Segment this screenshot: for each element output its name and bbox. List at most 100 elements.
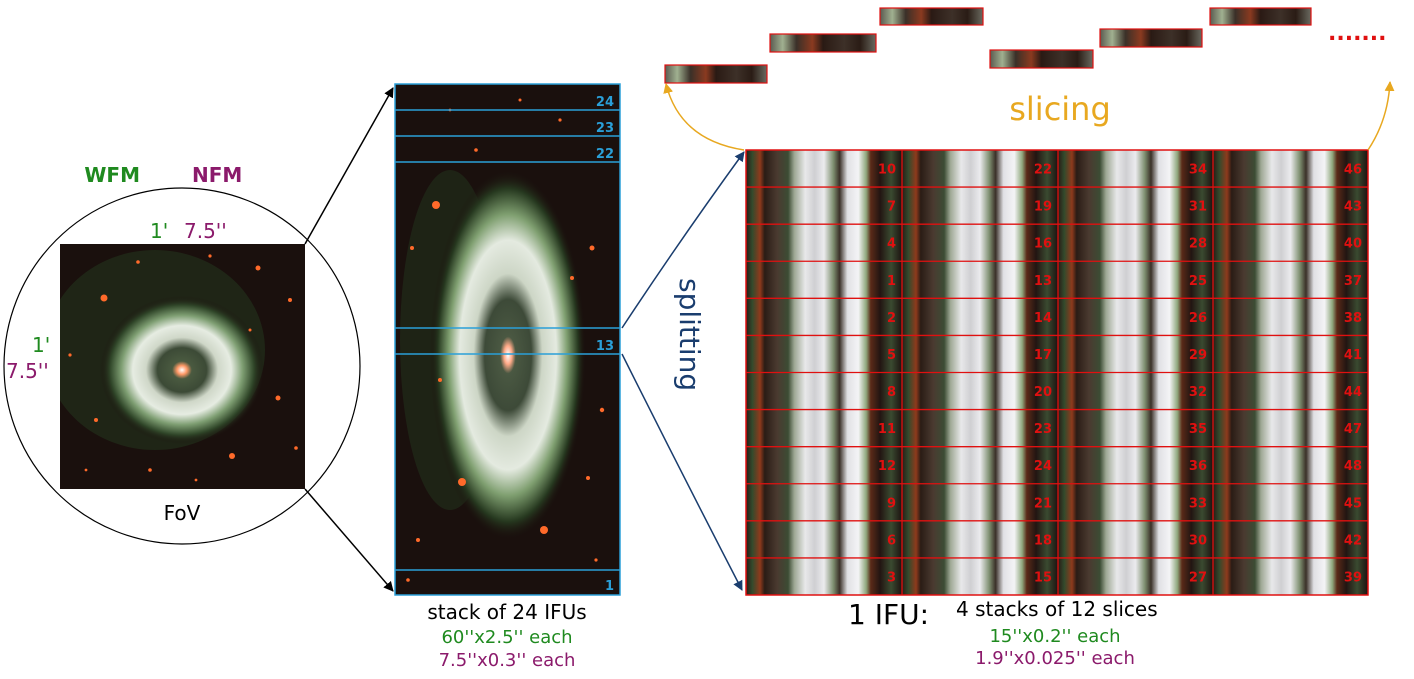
slice-cell	[746, 409, 902, 447]
slice-number: 44	[1344, 385, 1362, 400]
slice-number: 32	[1189, 385, 1207, 400]
sliced-strip	[664, 64, 768, 84]
slice-cell	[1058, 372, 1213, 410]
slice-number: 36	[1189, 459, 1207, 474]
slice-number: 6	[887, 533, 896, 548]
fov-panel: WFM NFM 1' 7.5'' 1' 7.5'' FoV	[3, 163, 361, 545]
slice-number: 16	[1034, 237, 1052, 252]
slice-number: 41	[1344, 348, 1362, 363]
slice-number: 35	[1189, 422, 1207, 437]
slice-cell	[1058, 298, 1213, 336]
slice-grid-lines	[746, 150, 1368, 595]
slice-number: 13	[1034, 274, 1052, 289]
ifu-caption-big: 1 IFU:	[848, 598, 929, 631]
slice-number: 40	[1344, 237, 1362, 252]
slicing-arrow-right	[1367, 81, 1395, 151]
slice-cell	[1213, 483, 1368, 521]
ifu-stack-panel: 24 23 22 13 1 stack of 24 IFUs 60''x2.5'…	[394, 83, 621, 671]
slice-cell	[1058, 520, 1213, 558]
slice-cell	[1213, 224, 1368, 262]
sliced-strip	[769, 33, 877, 53]
sliced-strips	[664, 7, 1312, 84]
fov-left-nfm: 7.5''	[6, 359, 49, 383]
mode-wfm-label: WFM	[84, 163, 140, 187]
slice-number: 7	[887, 200, 896, 215]
mode-nfm-label: NFM	[192, 163, 242, 187]
fov-top-wfm: 1'	[150, 219, 168, 243]
slice-cell	[1213, 409, 1368, 447]
zoom-arrow-bottom	[304, 488, 394, 592]
slice-number: 43	[1344, 200, 1362, 215]
slice-cell	[902, 409, 1058, 447]
slice-number: 48	[1344, 459, 1362, 474]
slice-number: 9	[887, 496, 896, 511]
slice-number: 22	[1034, 163, 1052, 178]
slice-number: 11	[878, 422, 896, 437]
slice-number: 17	[1034, 348, 1052, 363]
slice-number: 26	[1189, 311, 1207, 326]
slice-number: 30	[1189, 533, 1207, 548]
slice-cell	[1213, 520, 1368, 558]
slice-cell	[1058, 150, 1213, 188]
slice-cell	[1213, 335, 1368, 373]
slice-number: 39	[1344, 570, 1362, 585]
slice-cell	[902, 150, 1058, 188]
slice-number: 18	[1034, 533, 1052, 548]
slicing-label: slicing	[1009, 90, 1111, 128]
zoom-arrow-top	[304, 87, 394, 245]
slice-cell	[902, 483, 1058, 521]
ifu-size-nfm: 1.9''x0.025'' each	[975, 648, 1135, 669]
ifu-caption-rest: 4 stacks of 12 slices	[956, 597, 1158, 621]
slice-number: 46	[1344, 163, 1362, 178]
slicing-panel: ....... slicing	[663, 7, 1395, 151]
slice-cell	[1058, 557, 1213, 595]
slice-cell	[746, 446, 902, 484]
slice-number: 37	[1344, 274, 1362, 289]
slice-cell	[1213, 298, 1368, 336]
splitting-arrow-bottom	[621, 353, 743, 591]
slice-cell	[1213, 187, 1368, 225]
slice-number: 34	[1189, 163, 1207, 178]
ifu-number: 24	[596, 95, 614, 110]
slice-number: 24	[1034, 459, 1052, 474]
ifu-stack-frame	[394, 83, 621, 596]
slice-number: 14	[1034, 311, 1052, 326]
slice-number: 29	[1189, 348, 1207, 363]
slice-cell	[1213, 446, 1368, 484]
ifu-number: 1	[605, 579, 614, 594]
slice-cell	[1213, 261, 1368, 299]
fov-label: FoV	[164, 501, 201, 525]
slice-cell	[1213, 150, 1368, 188]
slice-cell	[902, 520, 1058, 558]
ifu-stack-image	[395, 84, 620, 595]
ifu-stack-size-wfm: 60''x2.5'' each	[441, 627, 572, 648]
ifu-number: 22	[596, 147, 614, 162]
slice-number: 31	[1189, 200, 1207, 215]
slice-cell	[902, 298, 1058, 336]
slice-cell	[1213, 372, 1368, 410]
slice-number: 47	[1344, 422, 1362, 437]
slice-number: 5	[887, 348, 896, 363]
slicing-arrow-left	[663, 83, 745, 151]
slice-cell	[746, 224, 902, 262]
slice-cell	[746, 150, 902, 188]
slice-number: 4	[887, 237, 896, 252]
sliced-strip	[1099, 28, 1203, 48]
ifu-number: 23	[596, 121, 614, 136]
slicing-ellipsis: .......	[1328, 21, 1387, 46]
slice-cell	[1058, 446, 1213, 484]
slice-number: 23	[1034, 422, 1052, 437]
slice-number: 21	[1034, 496, 1052, 511]
slice-cell	[1058, 409, 1213, 447]
slice-cell	[1058, 187, 1213, 225]
slice-cell	[902, 187, 1058, 225]
slice-cell	[902, 261, 1058, 299]
slice-cell	[1058, 261, 1213, 299]
slice-number: 45	[1344, 496, 1362, 511]
slice-number: 2	[887, 311, 896, 326]
slice-cell	[902, 372, 1058, 410]
splitting-label: splitting	[673, 278, 706, 391]
splitting-arrows: splitting	[621, 151, 745, 591]
splitting-arrow-top	[621, 151, 745, 329]
